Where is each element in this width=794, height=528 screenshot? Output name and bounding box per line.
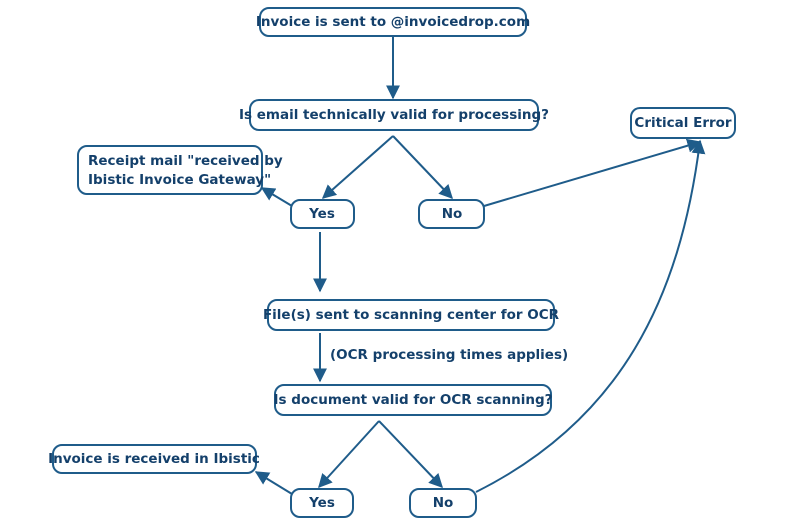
node-email-valid-label: Is email technically valid for processin… (239, 107, 549, 123)
node-doc-valid-label: Is document valid for OCR scanning? (274, 392, 553, 408)
edge-no-to-critical-error-curve (475, 139, 706, 493)
node-no-1: No (418, 199, 485, 229)
node-yes-1-label: Yes (308, 206, 335, 222)
node-no-2-label: No (433, 495, 454, 511)
node-no-1-label: No (442, 206, 463, 222)
node-email-valid: Is email technically valid for processin… (239, 99, 549, 131)
node-critical-error: Critical Error (630, 107, 736, 139)
edges (254, 36, 706, 495)
node-receipt-line1: Receipt mail "received by (88, 153, 283, 169)
node-receipt-line2: Ibistic Invoice Gateway" (88, 172, 271, 188)
node-received: Invoice is received in Ibistic (48, 444, 260, 474)
edge-doc-valid-to-no (378, 420, 443, 489)
node-start: Invoice is sent to @invoicedrop.com (256, 7, 530, 37)
node-start-label: Invoice is sent to @invoicedrop.com (256, 14, 530, 30)
ocr-processing-note: (OCR processing times applies) (330, 347, 568, 363)
edge-email-valid-to-yes (321, 135, 394, 199)
node-doc-valid: Is document valid for OCR scanning? (274, 384, 553, 416)
node-critical-error-label: Critical Error (634, 115, 732, 131)
node-received-label: Invoice is received in Ibistic (48, 451, 260, 467)
edge-doc-valid-to-yes (318, 420, 380, 489)
node-receipt-mail: Receipt mail "received by Ibistic Invoic… (77, 145, 283, 195)
edge-email-valid-to-no (392, 135, 453, 200)
edge-yes-to-received (254, 471, 293, 495)
node-scanning-center-label: File(s) sent to scanning center for OCR (263, 307, 560, 323)
node-yes-1: Yes (290, 199, 355, 229)
node-yes-2: Yes (290, 488, 354, 518)
node-no-2: No (409, 488, 477, 518)
node-yes-2-label: Yes (308, 495, 335, 511)
edge-yes-to-receipt (260, 187, 293, 207)
node-scanning-center: File(s) sent to scanning center for OCR (263, 299, 560, 331)
edge-no-to-critical-error (483, 138, 702, 207)
